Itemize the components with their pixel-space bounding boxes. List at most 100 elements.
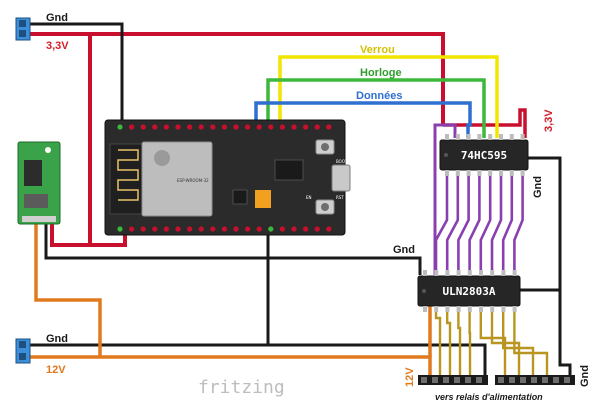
- wire-olive: [490, 312, 521, 375]
- relay-pin: [553, 377, 559, 383]
- esp32-pin: [233, 124, 239, 130]
- regulator-module: [17, 141, 61, 225]
- chip-pin: [479, 306, 483, 312]
- relay-pin: [432, 377, 438, 383]
- relay-pin: [498, 377, 504, 383]
- esp32-pin: [187, 124, 193, 130]
- chip-pin: [466, 134, 471, 140]
- label-gnd-bottom-right: Gnd: [579, 365, 591, 387]
- wire-gnd-esp-bottom: [30, 232, 270, 347]
- esp32-pin: [198, 124, 204, 130]
- chip-pin: [520, 134, 525, 140]
- chip-pin: [434, 306, 439, 312]
- wire-purple: [513, 176, 524, 270]
- esp32-pin: [221, 124, 227, 130]
- esp32-pin: [175, 124, 181, 130]
- wire-purple: [490, 176, 503, 270]
- esp32-pin: [117, 124, 123, 130]
- esp32-pin: [187, 226, 193, 232]
- chip-pin: [445, 134, 449, 140]
- chip-pin: [467, 270, 472, 276]
- label-verrou: Verrou: [360, 44, 395, 56]
- wire-gnd-bottom-right: [268, 343, 487, 380]
- relay-pin: [443, 377, 449, 383]
- relay-pin: [476, 377, 482, 383]
- esp32-pin: [140, 226, 146, 232]
- wire-olive: [502, 312, 535, 375]
- label-relais: vers relais d'alimentation: [435, 392, 543, 402]
- esp32-pin: [256, 226, 262, 232]
- esp32-pin: [210, 124, 216, 130]
- chip-pin: [423, 270, 427, 276]
- chip-pin: [456, 270, 461, 276]
- chip-pin: [479, 270, 483, 276]
- esp32-pin: [163, 226, 169, 232]
- wire-purple: [468, 176, 481, 270]
- chip-pin: [477, 134, 482, 140]
- chip-pin: [434, 270, 439, 276]
- wire-gnd-chip: [528, 156, 572, 380]
- chip-pin: [490, 270, 495, 276]
- chip-pin: [512, 306, 517, 312]
- wire-reg-3v3: [50, 222, 90, 247]
- wire-donnees: [254, 101, 472, 138]
- chip-pin: [467, 306, 472, 312]
- relay-pin: [520, 377, 526, 383]
- esp32-pin: [314, 226, 320, 232]
- relay-pin: [564, 377, 570, 383]
- chip-74hc595: 74HC595: [439, 134, 529, 176]
- esp32-pin: [279, 124, 285, 130]
- label-12v-left: 12V: [46, 364, 66, 376]
- esp32-pin: [163, 124, 169, 130]
- wire-12v-reg: [34, 222, 102, 357]
- esp32-pin: [256, 124, 262, 130]
- chip-pin: [501, 306, 506, 312]
- rst-label: RST: [336, 195, 344, 200]
- purple-wires: [434, 176, 524, 270]
- wire-olive: [434, 312, 442, 375]
- relay-pin: [454, 377, 460, 383]
- chip-pin: [445, 306, 450, 312]
- chip-pin: [445, 170, 449, 176]
- label-gnd-mid: Gnd: [393, 244, 415, 256]
- esp32-pin: [245, 226, 251, 232]
- label-3v3-right: 3,3V: [543, 109, 555, 132]
- esp32-pin: [198, 226, 204, 232]
- esp32-pin: [279, 226, 285, 232]
- esp32-pin: [129, 226, 135, 232]
- boot-label: BOOT: [336, 159, 348, 164]
- wire-3v3-right: [443, 108, 527, 138]
- connector-top-left: [15, 17, 31, 41]
- esp32-pin: [291, 226, 297, 232]
- wire-olive: [457, 312, 462, 375]
- label-3v3-left: 3,3V: [46, 40, 69, 52]
- esp32-pins-bottom: [117, 226, 332, 232]
- chip-uln2803a-label: ULN2803A: [443, 285, 496, 298]
- label-gnd-right-chip: Gnd: [532, 176, 544, 198]
- wire-purple-loop: [433, 123, 457, 275]
- label-donnees: Données: [356, 90, 402, 102]
- wire-purple: [434, 176, 449, 270]
- wire-purple: [501, 176, 514, 270]
- esp32-pin: [140, 124, 146, 130]
- chip-pin: [512, 270, 517, 276]
- chip-pin: [477, 170, 482, 176]
- label-gnd-top: Gnd: [46, 12, 68, 24]
- wire-gnd-top: [30, 22, 124, 128]
- wire-purple: [457, 176, 470, 270]
- relay-pin: [509, 377, 515, 383]
- chip-pin: [501, 270, 506, 276]
- chip-pin: [490, 306, 495, 312]
- wire-purple: [479, 176, 492, 270]
- esp32-pin: [326, 124, 332, 130]
- esp32-pin: [210, 226, 216, 232]
- esp32-pin: [326, 226, 332, 232]
- esp32-pin: [152, 226, 158, 232]
- relay-pin: [542, 377, 548, 383]
- esp32-pin: [314, 124, 320, 130]
- wire-olive: [513, 312, 549, 375]
- en-label: EN: [306, 195, 312, 200]
- wire-gnd-main: [44, 222, 422, 275]
- esp32-pin: [129, 124, 135, 130]
